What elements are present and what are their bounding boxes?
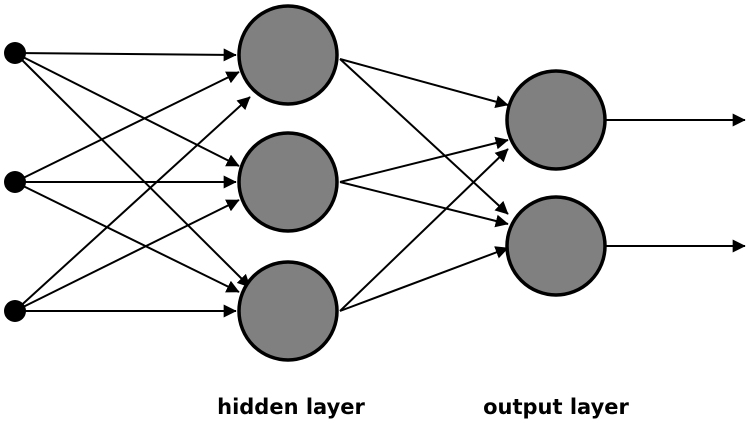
input-to-hidden-edges	[14, 48, 251, 318]
edge-input1-hidden2	[14, 52, 240, 167]
edge-input1-hidden3	[14, 52, 251, 288]
edge-input2-hidden1	[14, 71, 240, 183]
edge-input3-hidden2	[14, 199, 240, 312]
edge-hidden1-output1	[339, 58, 509, 109]
output-arrows	[606, 113, 746, 253]
edge-hidden2-output2	[339, 181, 509, 228]
edge-hidden3-output1	[339, 148, 509, 312]
edge-input1-hidden1	[14, 48, 237, 62]
edge-input2-hidden3	[14, 181, 240, 293]
output-neuron-2	[505, 195, 607, 297]
output-layer-label: output layer	[483, 395, 629, 419]
hidden-neuron-2	[237, 131, 339, 233]
edge-hidden1-output2	[339, 58, 509, 215]
edge-hidden2-output1	[339, 136, 509, 183]
output-neuron-1	[505, 69, 607, 171]
input-layer	[4, 42, 26, 322]
input-node-3	[4, 300, 26, 322]
hidden-layer	[237, 4, 339, 362]
hidden-to-output-edges	[339, 58, 509, 312]
input-node-2	[4, 171, 26, 193]
hidden-layer-label: hidden layer	[217, 395, 365, 419]
hidden-neuron-1	[237, 4, 339, 106]
output-layer	[505, 69, 607, 297]
edge-input3-hidden1	[14, 96, 251, 312]
input-node-1	[4, 42, 26, 64]
edge-hidden3-output2	[339, 246, 509, 312]
hidden-neuron-3	[237, 260, 339, 362]
